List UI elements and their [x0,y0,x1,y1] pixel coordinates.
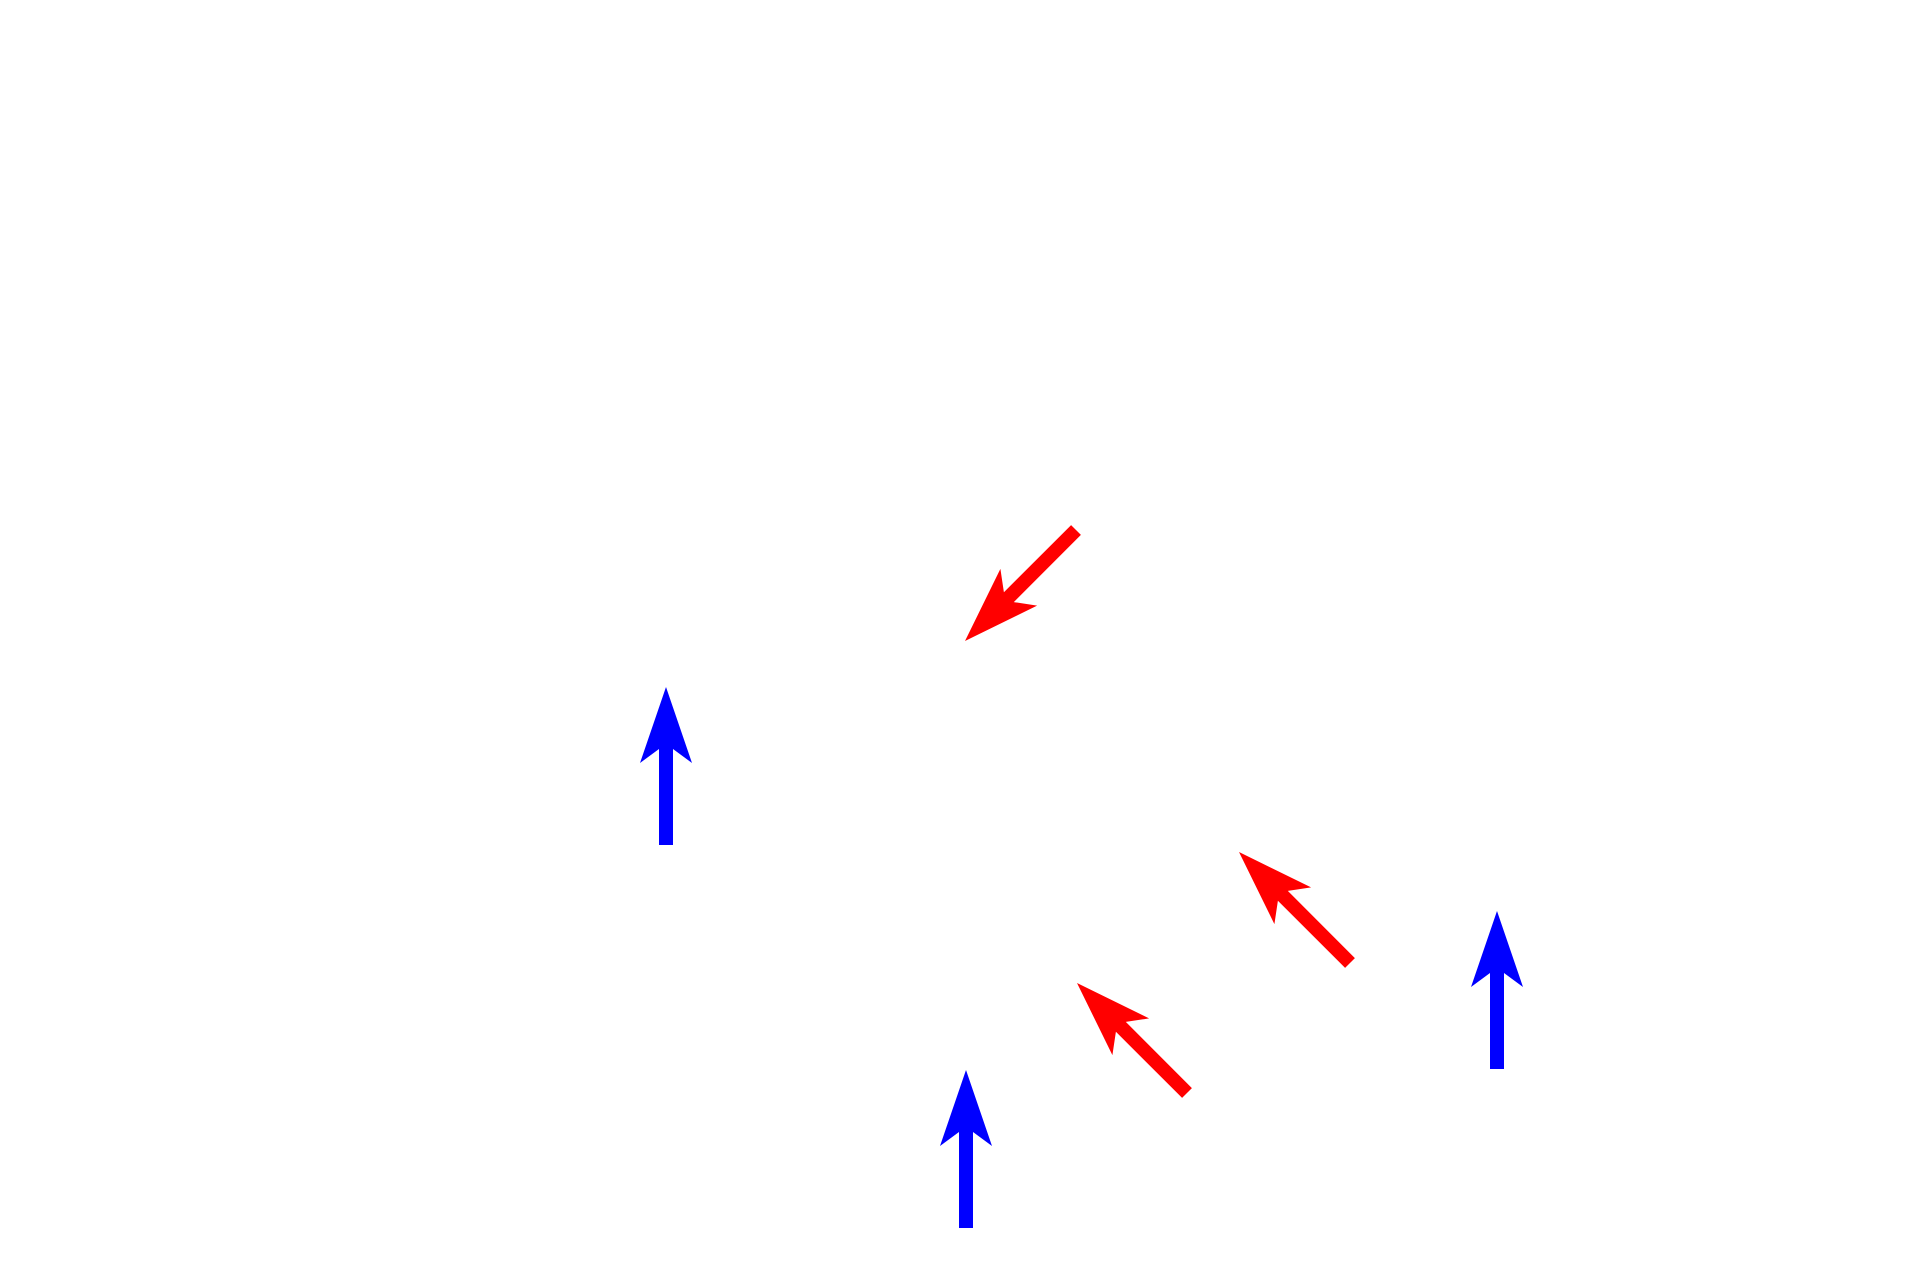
red-arrow-icon [1239,852,1355,968]
blue-arrow-icon [1471,911,1523,1069]
red-arrow-icon [965,525,1081,641]
blue-arrow-icon [640,687,692,845]
red-arrow-icon [1077,983,1192,1098]
arrows-layer [640,525,1523,1228]
blue-arrow-icon [940,1070,992,1228]
